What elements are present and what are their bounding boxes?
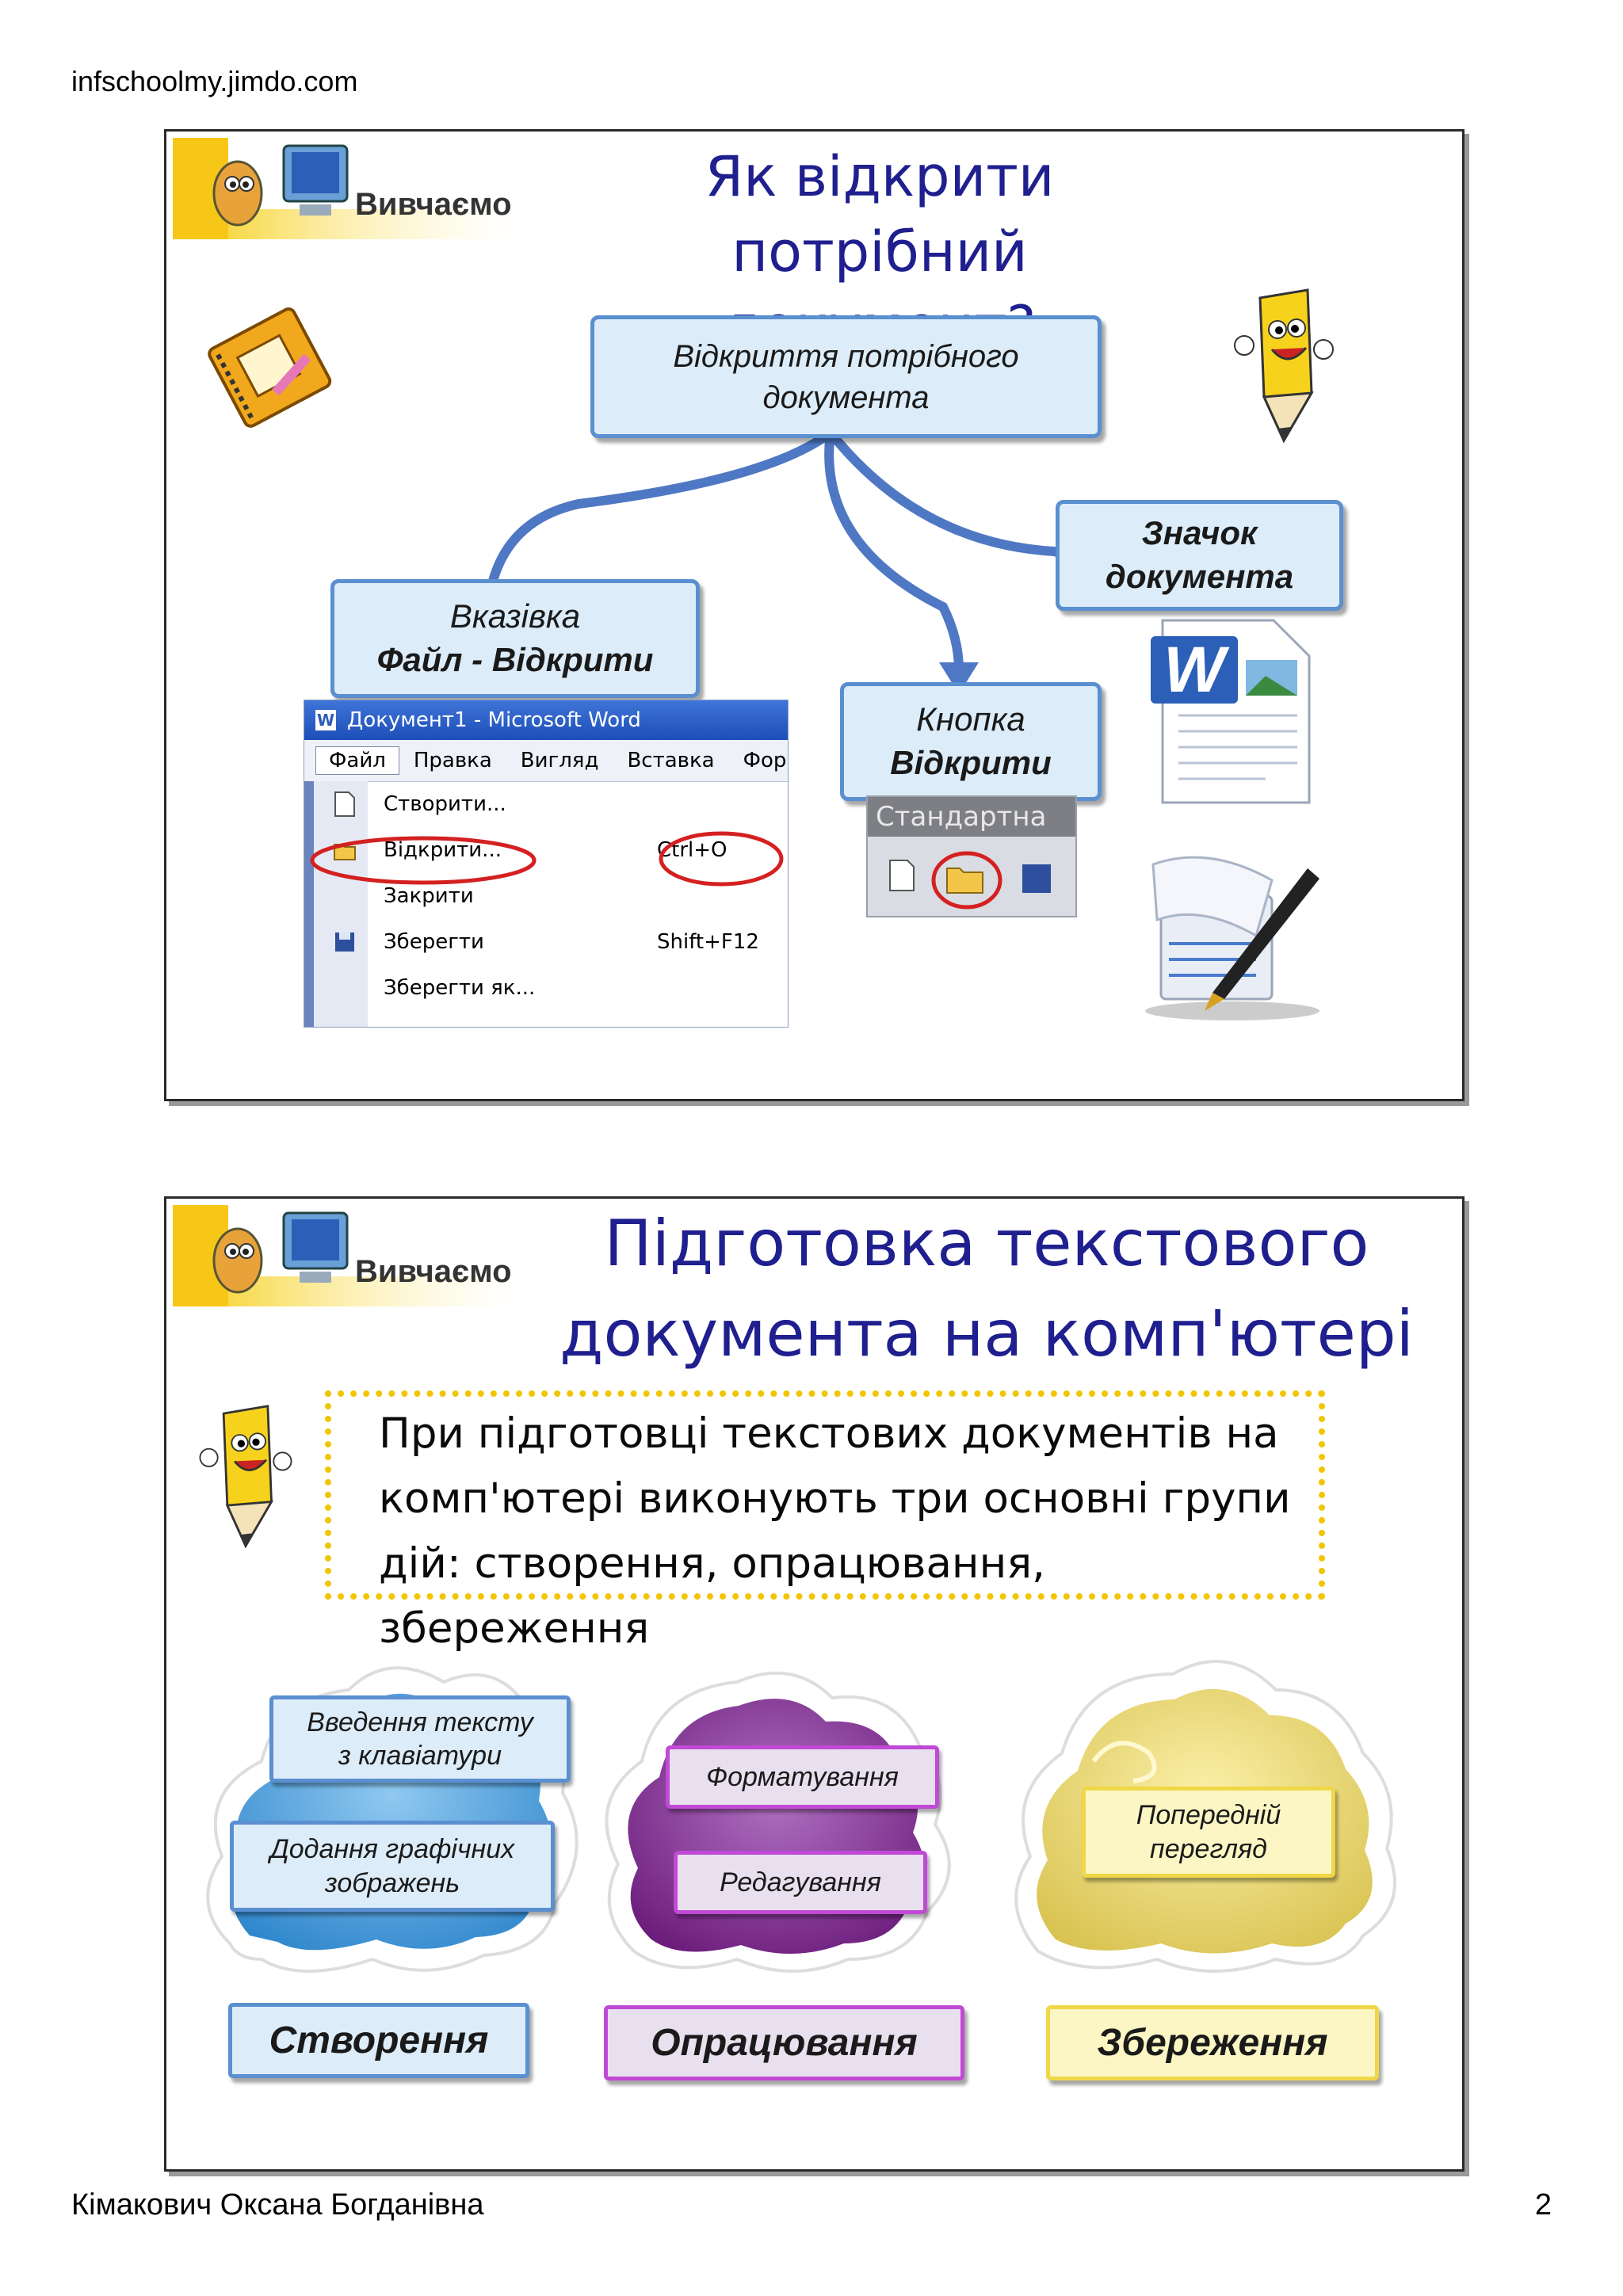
new-document-icon[interactable] bbox=[889, 860, 915, 891]
menu-item-label: Зберегти bbox=[384, 930, 484, 954]
purple-cloud bbox=[605, 1671, 951, 1973]
slide-open-document: Вивчаємо Як відкрити потрібний документ? bbox=[164, 129, 1465, 1101]
toolbar-title: Стандартна bbox=[868, 797, 1075, 837]
note-line: При підготовці текстових документів на bbox=[379, 1409, 1279, 1458]
box-text: Значок bbox=[1141, 514, 1258, 552]
save-disk-icon[interactable] bbox=[1022, 864, 1051, 893]
standard-toolbar: Стандартна bbox=[866, 795, 1077, 917]
toolbar-buttons bbox=[889, 851, 1051, 910]
item-text: зображень bbox=[324, 1867, 460, 1898]
word-title-bar: W Документ1 - Microsoft Word bbox=[304, 700, 788, 740]
word-window-title: Документ1 - Microsoft Word bbox=[347, 708, 641, 732]
create-item-images: Додання графічних зображень bbox=[230, 1821, 555, 1912]
menu-item-shortcut: Shift+F12 bbox=[657, 930, 759, 954]
word-menubar: Файл Правка Вигляд Вставка Форма bbox=[304, 740, 788, 782]
title-line: документа на комп'ютері bbox=[559, 1296, 1414, 1371]
slide-document-preparation: Вивчаємо Підготовка текстового документа… bbox=[164, 1196, 1465, 2172]
word-app-icon: W bbox=[315, 710, 336, 730]
save-label: Збереження bbox=[1046, 2005, 1379, 2081]
menu-insert[interactable]: Вставка bbox=[627, 749, 715, 772]
menu-command-box: Вказівка Файл - Відкрити bbox=[330, 579, 700, 698]
process-label: Опрацювання bbox=[604, 2005, 964, 2081]
note-line: комп'ютері виконують три основні групи bbox=[379, 1474, 1291, 1524]
notebook-icon bbox=[208, 307, 332, 428]
item-text: Додання графічних bbox=[269, 1834, 515, 1864]
menu-icon-column bbox=[314, 781, 368, 1027]
menu-item-label: Створити... bbox=[384, 792, 506, 816]
box-text: документа bbox=[762, 379, 930, 415]
definition-note: При підготовці текстових документів на к… bbox=[325, 1390, 1325, 1653]
menu-file[interactable]: Файл bbox=[315, 746, 399, 775]
item-text: перегляд bbox=[1150, 1833, 1267, 1864]
item-text: Введення тексту bbox=[307, 1707, 533, 1737]
save-item-preview: Попередній перегляд bbox=[1082, 1787, 1335, 1878]
new-document-icon bbox=[334, 791, 355, 817]
notepad-pen-icon bbox=[1145, 856, 1319, 1020]
center-box: Відкриття потрібного документа bbox=[590, 315, 1102, 438]
logo-graphic bbox=[173, 138, 525, 239]
open-folder-icon[interactable] bbox=[946, 868, 983, 894]
menu-side-strip bbox=[304, 781, 314, 1027]
box-text: Відкрити bbox=[890, 744, 1052, 781]
slide-title: Підготовка текстового документа на комп'… bbox=[515, 1199, 1458, 1379]
pencil-mascot-icon bbox=[1234, 288, 1334, 444]
document-icon-box: Значок документа bbox=[1056, 500, 1343, 611]
save-disk-icon bbox=[335, 933, 354, 952]
logo-text: Вивчаємо bbox=[355, 1254, 512, 1289]
menu-item-new[interactable]: Створити... bbox=[304, 781, 788, 827]
footer-author: Кімакович Оксана Богданівна bbox=[71, 2188, 484, 2222]
box-text: документа bbox=[1105, 558, 1294, 595]
process-item-editing: Редагування bbox=[674, 1851, 927, 1914]
menu-item-label: Закрити bbox=[384, 884, 474, 908]
word-window: W Документ1 - Microsoft Word Файл Правка… bbox=[304, 700, 789, 1028]
title-line: Як відкрити потрібний bbox=[705, 144, 1055, 284]
logo-graphic bbox=[173, 1205, 525, 1306]
logo-banner: Вивчаємо bbox=[173, 138, 525, 241]
process-item-formatting: Форматування bbox=[666, 1745, 939, 1809]
word-document-icon: W bbox=[1151, 619, 1311, 804]
menu-item-label: Зберегти як... bbox=[384, 976, 536, 1000]
note-line: дій: створення, опрацювання, збереження bbox=[379, 1539, 1045, 1653]
menu-edit[interactable]: Правка bbox=[413, 749, 492, 772]
create-label: Створення bbox=[228, 2003, 529, 2078]
page-number: 2 bbox=[1534, 2188, 1552, 2222]
menu-item-save-as[interactable]: Зберегти як... bbox=[304, 965, 788, 1011]
box-text: Відкриття потрібного bbox=[673, 338, 1019, 374]
item-text: Попередній bbox=[1136, 1800, 1281, 1830]
title-line: Підготовка текстового bbox=[604, 1207, 1369, 1280]
box-text: Кнопка bbox=[916, 700, 1025, 738]
menu-view[interactable]: Вигляд bbox=[520, 749, 599, 772]
open-button-box: Кнопка Відкрити bbox=[840, 682, 1102, 801]
site-url: infschoolmy.jimdo.com bbox=[71, 65, 358, 97]
logo-text: Вивчаємо bbox=[355, 187, 512, 222]
svg-text:W: W bbox=[1163, 634, 1230, 706]
pencil-mascot-icon bbox=[199, 1405, 292, 1549]
highlight-ellipses bbox=[310, 831, 784, 887]
create-item-typing: Введення тексту з клавіатури bbox=[269, 1695, 571, 1783]
menu-item-close[interactable]: Закрити bbox=[304, 873, 788, 919]
item-text: з клавіатури bbox=[338, 1741, 502, 1771]
item-text: Редагування bbox=[720, 1867, 881, 1897]
menu-format[interactable]: Форма bbox=[743, 749, 788, 772]
box-text: Файл - Відкрити bbox=[376, 641, 654, 678]
menu-item-save[interactable]: Зберегти Shift+F12 bbox=[304, 919, 788, 965]
menu-item-shortcut: Ctrl+O bbox=[657, 838, 727, 862]
item-text: Форматування bbox=[706, 1761, 899, 1792]
logo-banner: Вивчаємо bbox=[173, 1205, 525, 1308]
box-text: Вказівка bbox=[449, 597, 581, 635]
